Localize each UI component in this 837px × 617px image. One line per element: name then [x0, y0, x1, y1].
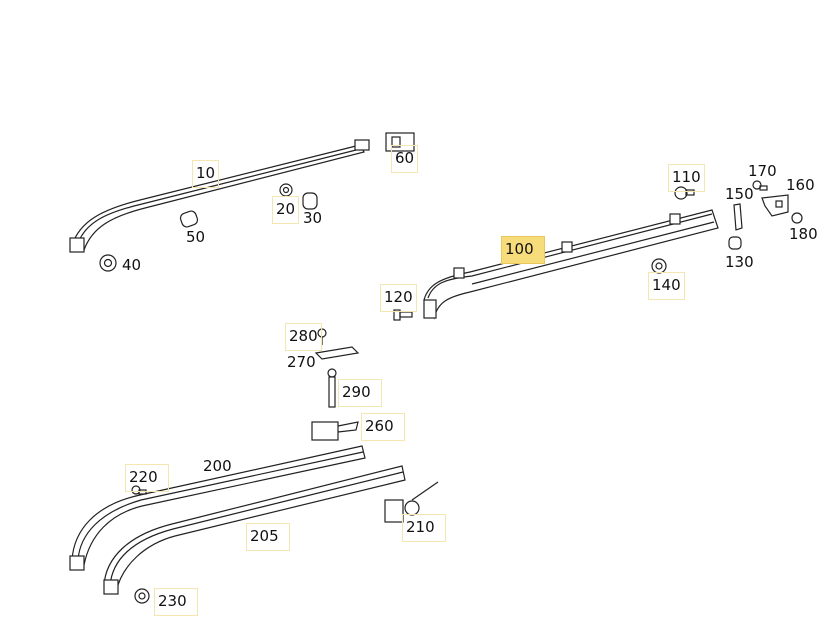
- callout-290[interactable]: 290: [338, 379, 382, 407]
- callout-30[interactable]: 30: [303, 209, 323, 227]
- part-10-rail[interactable]: [69, 139, 370, 253]
- callout-110[interactable]: 110: [668, 164, 705, 192]
- callout-10[interactable]: 10: [192, 160, 220, 188]
- part-130-cap[interactable]: [728, 236, 742, 250]
- callout-150[interactable]: 150: [725, 185, 754, 203]
- part-140-nut[interactable]: [651, 258, 667, 274]
- part-110-bolt[interactable]: [674, 186, 695, 200]
- part-180-cap[interactable]: [791, 212, 803, 224]
- part-120-bolt[interactable]: [393, 309, 413, 321]
- callout-100-highlighted[interactable]: 100: [501, 236, 545, 264]
- part-210-guide[interactable]: [384, 481, 439, 523]
- callout-180[interactable]: 180: [789, 225, 818, 243]
- callout-60[interactable]: 60: [391, 145, 419, 173]
- callout-270[interactable]: 270: [287, 353, 316, 371]
- callout-205[interactable]: 205: [246, 523, 290, 551]
- part-50-plug[interactable]: [179, 210, 199, 229]
- callout-220[interactable]: 220: [125, 464, 169, 492]
- callout-130[interactable]: 130: [725, 253, 754, 271]
- part-230-nut[interactable]: [134, 588, 150, 604]
- callout-260[interactable]: 260: [361, 413, 405, 441]
- part-290-bolt[interactable]: [327, 368, 337, 408]
- part-220-bolt[interactable]: [131, 485, 147, 495]
- part-40-nut[interactable]: [99, 254, 117, 272]
- part-205-rail[interactable]: [103, 465, 406, 595]
- part-200-rail[interactable]: [69, 445, 366, 571]
- callout-120[interactable]: 120: [380, 284, 417, 312]
- part-170-screw[interactable]: [752, 180, 768, 191]
- callout-230[interactable]: 230: [154, 588, 198, 616]
- part-150-strip[interactable]: [733, 203, 743, 231]
- callout-170[interactable]: 170: [748, 162, 777, 180]
- callout-140[interactable]: 140: [648, 272, 685, 300]
- part-260-slider[interactable]: [311, 421, 359, 441]
- callout-160[interactable]: 160: [786, 176, 815, 194]
- callout-20[interactable]: 20: [272, 196, 300, 224]
- part-100-rail[interactable]: [423, 209, 719, 320]
- callout-210[interactable]: 210: [402, 514, 446, 542]
- part-60-clip[interactable]: [385, 132, 415, 152]
- callout-40[interactable]: 40: [122, 256, 142, 274]
- callout-200[interactable]: 200: [203, 457, 232, 475]
- part-20-nut[interactable]: [279, 183, 293, 197]
- callout-50[interactable]: 50: [186, 228, 206, 246]
- callout-280[interactable]: 280: [285, 323, 322, 351]
- part-160-bracket[interactable]: [761, 194, 789, 217]
- part-30-cap[interactable]: [302, 192, 318, 210]
- part-280-screw[interactable]: [317, 328, 327, 345]
- part-270-plate[interactable]: [314, 346, 360, 360]
